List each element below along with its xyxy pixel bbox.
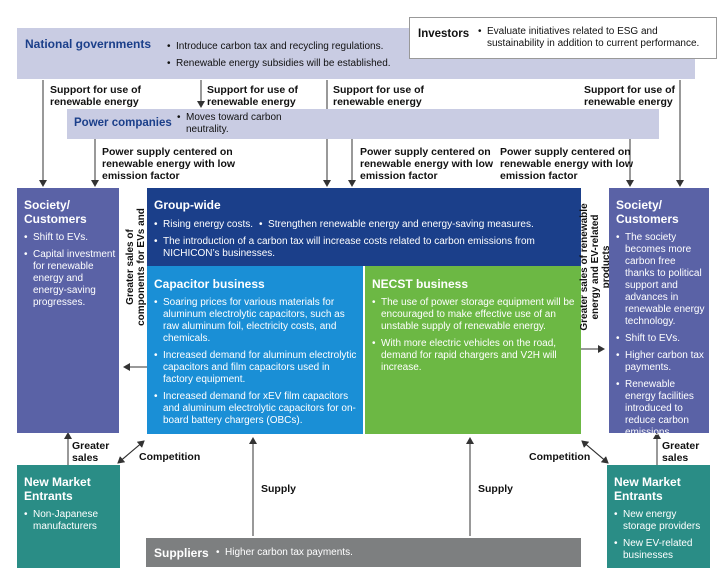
right-vertical-label: Greater sales of renewable energy and EV… — [579, 202, 612, 332]
power-companies-box: Power companies Moves toward carbon neut… — [67, 109, 659, 139]
new-entrants-right-box: New Market Entrants New energy storage p… — [607, 465, 710, 568]
society-right-item: The society becomes more carbon free tha… — [616, 232, 706, 328]
power-supply-label-2: Power supply centered on renewable energ… — [360, 146, 494, 182]
power-companies-item: Moves toward carbon neutrality. — [177, 112, 297, 136]
competition-arrow-left-b — [117, 440, 145, 464]
competition-arrow-right-b — [581, 440, 609, 464]
necst-business-box: NECST business The use of power storage … — [365, 266, 581, 434]
support-label-1: Support for use of renewable energy — [50, 84, 141, 108]
investors-box: Investors Evaluate initiatives related t… — [409, 17, 717, 59]
greater-sales-label-left: Greater sales — [72, 440, 110, 464]
society-left-item: Shift to EVs. — [24, 232, 116, 244]
left-vertical-label: Greater sales of components for EVs and … — [125, 202, 158, 332]
competition-label-left: Competition — [139, 451, 201, 463]
new-entrants-left-title: New Market Entrants — [24, 475, 91, 503]
support-label-2: Support for use of renewable energy — [207, 84, 298, 108]
capacitor-business-box: Capacitor business Soaring prices for va… — [147, 266, 363, 434]
supply-label-right: Supply — [478, 483, 514, 495]
group-wide-item: Strengthen renewable energy and energy-s… — [259, 219, 534, 231]
capacitor-title: Capacitor business — [154, 277, 265, 291]
new-entrants-right-title: New Market Entrants — [614, 475, 681, 503]
society-left-title: Society/ Customers — [24, 198, 87, 226]
power-supply-label-3: Power supply centered on renewable energ… — [500, 146, 634, 182]
national-governments-title: National governments — [25, 37, 152, 51]
support-label-3: Support for use of renewable energy — [333, 84, 424, 108]
group-wide-title: Group-wide — [154, 198, 221, 212]
national-governments-item: Introduce carbon tax and recycling regul… — [167, 38, 391, 55]
competition-label-right: Competition — [529, 451, 591, 463]
national-governments-item: Renewable energy subsidies will be estab… — [167, 55, 391, 72]
power-companies-title: Power companies — [74, 117, 172, 129]
society-left-item: Capital investment for renewable energy … — [24, 249, 116, 309]
necst-title: NECST business — [372, 277, 469, 291]
society-right-item: Shift to EVs. — [616, 333, 706, 345]
supply-label-left: Supply — [261, 483, 297, 495]
society-right-item: Higher carbon tax payments. — [616, 350, 706, 374]
group-wide-item: Rising energy costs. — [154, 219, 253, 231]
investors-item: Evaluate initiatives related to ESG and … — [478, 26, 710, 50]
suppliers-box: Suppliers Higher carbon tax payments. — [146, 538, 581, 567]
greater-sales-label-right: Greater sales — [662, 440, 700, 464]
capacitor-item: Increased demand for xEV film capacitors… — [154, 391, 358, 427]
new-entrants-left-box: New Market Entrants Non-Japanese manufac… — [17, 465, 120, 568]
new-entrants-left-item: Non-Japanese manufacturers — [24, 509, 116, 533]
investors-title: Investors — [418, 28, 470, 40]
suppliers-item: Higher carbon tax payments. — [216, 547, 353, 559]
society-customers-left-box: Society/ Customers Shift to EVs. Capital… — [17, 188, 119, 433]
new-entrants-right-item: New EV-related businesses — [614, 538, 706, 562]
society-customers-right-box: Society/ Customers The society becomes m… — [609, 188, 709, 438]
necst-item: The use of power storage equipment will … — [372, 297, 576, 333]
new-entrants-right-item: New energy storage providers — [614, 509, 706, 533]
necst-item: With more electric vehicles on the road,… — [372, 338, 576, 374]
group-wide-item: The introduction of a carbon tax will in… — [154, 236, 574, 260]
capacitor-item: Increased demand for aluminum electrolyt… — [154, 350, 358, 386]
suppliers-title: Suppliers — [154, 546, 209, 560]
power-supply-label-1: Power supply centered on renewable energ… — [102, 146, 236, 182]
capacitor-item: Soaring prices for various materials for… — [154, 297, 358, 345]
society-right-title: Society/ Customers — [616, 198, 679, 226]
society-right-item: Renewable energy facilities introduced t… — [616, 379, 706, 439]
group-wide-box: Group-wide Rising energy costs. Strength… — [147, 188, 581, 266]
support-label-4: Support for use of renewable energy — [584, 84, 675, 108]
